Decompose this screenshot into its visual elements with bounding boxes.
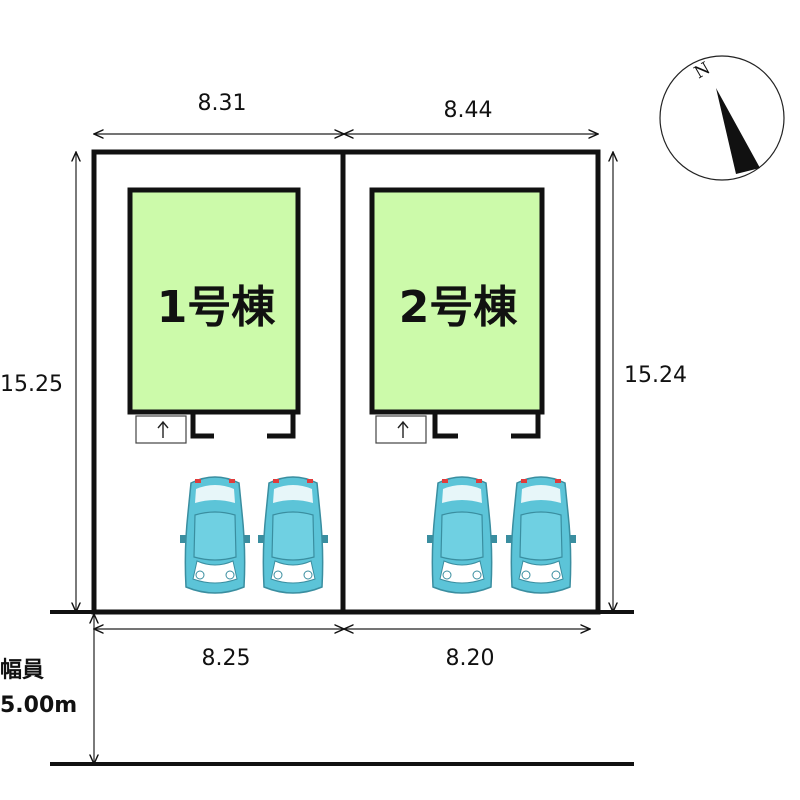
building-2-step-right (511, 414, 541, 439)
building-2-entrance (375, 415, 427, 444)
car-icon (257, 476, 329, 594)
dimension-lines (76, 134, 613, 764)
building-1-step-right (267, 414, 296, 439)
car-icon (505, 476, 577, 594)
building-2: 2号棟 (369, 187, 545, 444)
dim-top-right: 8.44 (444, 98, 493, 123)
compass: N (659, 55, 785, 181)
dim-bottom-left: 8.25 (202, 646, 251, 671)
north-arrow-icon (716, 88, 760, 174)
building-1-footprint (127, 187, 301, 415)
lot-boundaries (91, 149, 601, 615)
dim-bottom-right: 8.20 (446, 646, 495, 671)
road-label-line2: 5.00m (0, 693, 77, 718)
compass-ring (659, 55, 785, 181)
car-icon (426, 476, 498, 594)
dim-left: 15.25 (0, 372, 63, 397)
dim-right: 15.24 (624, 363, 687, 388)
building-1-step-left (190, 414, 214, 439)
road-label-line1: 幅員 (0, 658, 44, 683)
building-2-step-left (432, 414, 458, 439)
building-1-label: 1号棟 (157, 282, 277, 333)
building-2-label: 2号棟 (399, 282, 519, 333)
entrance-arrow-icon (397, 420, 409, 438)
car-icon (179, 476, 251, 594)
building-2-footprint (369, 187, 545, 415)
site-outline (91, 149, 601, 615)
entrance-arrow-icon (157, 420, 169, 438)
building-1: 1号棟 (127, 187, 301, 444)
building-1-entrance (135, 415, 187, 444)
dim-top-left: 8.31 (198, 91, 247, 116)
